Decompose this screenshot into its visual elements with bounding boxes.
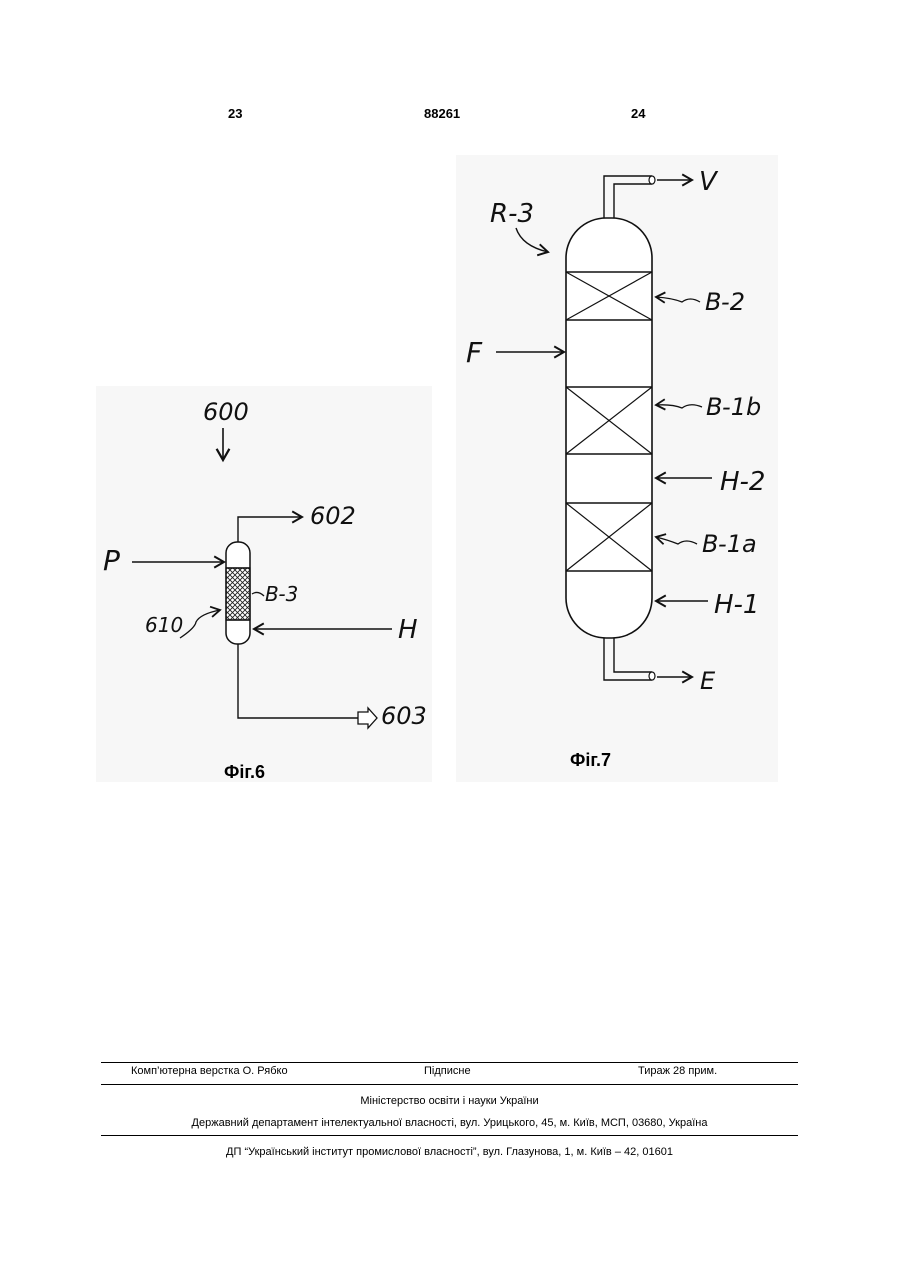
footer-department: Державний департамент інтелектуальної вл…	[101, 1117, 798, 1129]
footer-circulation: Тираж 28 прим.	[638, 1065, 717, 1077]
fig7-label-r3: R-3	[490, 199, 534, 229]
footer-institute: ДП “Український інститут промислової вла…	[101, 1146, 798, 1158]
fig6-outlet-arrow	[358, 708, 377, 728]
fig7-label-b1a: B-1a	[702, 530, 757, 558]
footer-typesetting: Комп’ютерна верстка О. Рябко	[131, 1065, 288, 1077]
footer-signed: Підписне	[424, 1065, 471, 1077]
fig7-label-b2: B-2	[705, 288, 745, 316]
fig7-label-h1: H-1	[714, 590, 759, 620]
fig6-label-603: 603	[381, 702, 427, 730]
fig6-label-600: 600	[203, 398, 249, 426]
fig6-bottoms-line	[238, 644, 358, 718]
fig7-label-v: V	[699, 167, 719, 197]
footer-rule-top	[101, 1062, 798, 1063]
fig7-label-h2: H-2	[720, 467, 765, 497]
fig7-caption: Фіг.7	[570, 750, 611, 770]
fig6-label-h: H	[398, 615, 418, 645]
footer-rule-bottom	[101, 1135, 798, 1136]
fig7-label-e: E	[700, 667, 716, 695]
fig7-label-b1b: B-1b	[706, 393, 761, 421]
fig6-caption: Фіг.6	[224, 762, 265, 782]
footer-ministry: Міністерство освіти і науки України	[101, 1095, 798, 1107]
fig6-label-602: 602	[310, 502, 356, 530]
fig7-label-f: F	[466, 336, 483, 369]
fig6-label-610: 610	[145, 613, 183, 637]
footer-rule-middle	[101, 1084, 798, 1085]
fig6-overhead-line	[238, 517, 302, 542]
fig7-reactor-column	[566, 218, 652, 638]
figure-7: V R-3 B-2 F	[466, 167, 765, 770]
figure-6: 600 602 P B-3 610 H 603 Фіг.6	[103, 398, 427, 782]
fig6-label-p: P	[103, 544, 120, 577]
fig6-label-b3: B-3	[265, 582, 298, 606]
fig6-catalyst-bed	[226, 568, 250, 620]
